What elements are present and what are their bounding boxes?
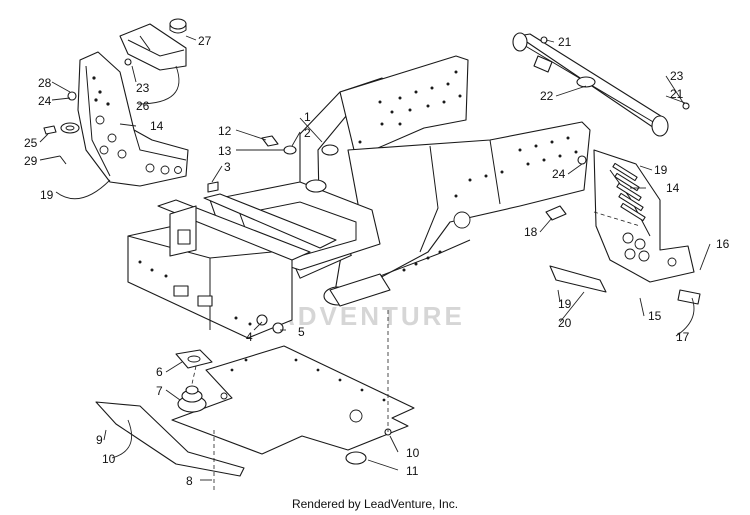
callout-26: 26 <box>136 99 150 113</box>
callout-6: 6 <box>156 365 163 379</box>
callout-20: 20 <box>558 316 572 330</box>
callout-19: 19 <box>558 297 572 311</box>
callout-4: 4 <box>246 330 253 344</box>
callout-9: 9 <box>96 433 103 447</box>
callout-29: 29 <box>24 154 38 168</box>
callout-3: 3 <box>224 160 231 174</box>
callout-24: 24 <box>552 167 566 181</box>
callout-18: 18 <box>524 225 538 239</box>
callout-22: 22 <box>540 89 554 103</box>
leader-lines <box>39 35 711 492</box>
callout-14: 14 <box>150 119 164 133</box>
callout-24: 24 <box>38 94 52 108</box>
callout-16: 16 <box>716 237 730 251</box>
callout-25: 25 <box>24 136 38 150</box>
callout-5: 5 <box>298 325 305 339</box>
footrest-grip-slots <box>612 162 646 222</box>
callout-27: 27 <box>198 34 212 48</box>
render-credit: Rendered by LeadVenture, Inc. <box>291 497 459 511</box>
callout-15: 15 <box>648 309 662 323</box>
callout-19: 19 <box>40 188 54 202</box>
callout-23: 23 <box>136 81 150 95</box>
callout-21: 21 <box>670 87 684 101</box>
left-footrest-assembly <box>43 18 189 187</box>
callout-14: 14 <box>666 181 680 195</box>
callout-19: 19 <box>654 163 668 177</box>
callout-11: 11 <box>406 464 419 478</box>
callout-10: 10 <box>102 452 116 466</box>
callout-2: 2 <box>304 126 311 140</box>
belly-pan-assembly <box>95 345 415 477</box>
callout-7: 7 <box>156 384 163 398</box>
callout-17: 17 <box>676 330 690 344</box>
steering-column-assembly <box>512 32 690 137</box>
main-chassis <box>127 55 591 339</box>
callout-8: 8 <box>186 474 193 488</box>
right-footrest-assembly <box>545 149 701 305</box>
callout-12: 12 <box>218 124 232 138</box>
callout-21: 21 <box>558 35 572 49</box>
callout-13: 13 <box>218 144 232 158</box>
callouts: 27 28 24 23 26 14 25 29 19 12 13 1 2 3 2… <box>24 34 730 488</box>
callout-23: 23 <box>670 69 684 83</box>
callout-10: 10 <box>406 446 420 460</box>
chassis-hardware <box>207 135 297 334</box>
callout-28: 28 <box>38 76 52 90</box>
watermark-text: ADVENTURE <box>276 301 465 331</box>
callout-1: 1 <box>304 110 311 124</box>
